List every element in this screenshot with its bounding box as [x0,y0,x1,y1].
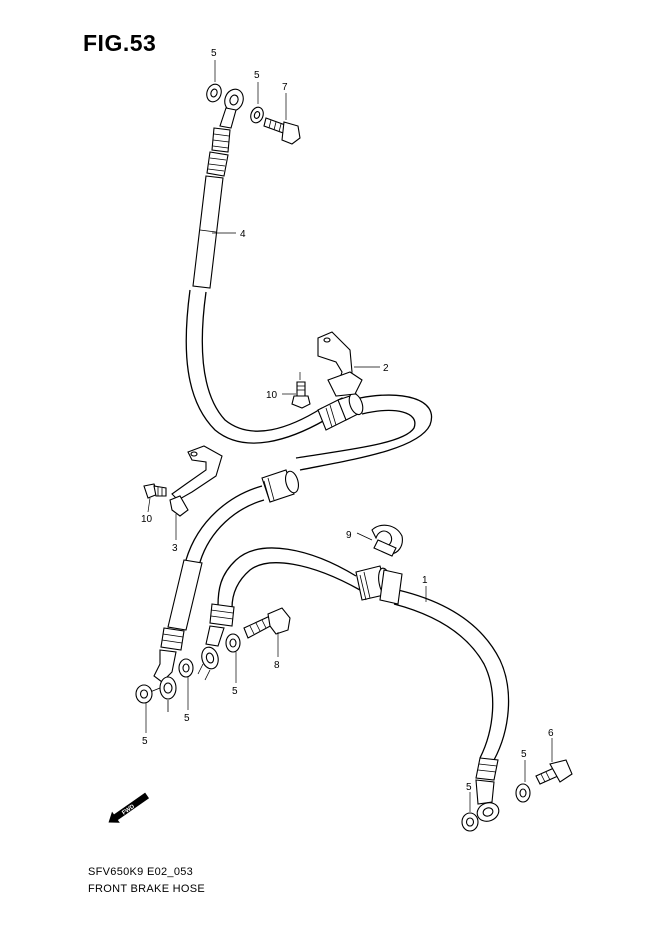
washer-5f [461,812,479,832]
brake-hose-right [197,547,510,822]
model-code: SFV650K9 E02_053 [88,866,194,878]
callout-9: 9 [346,530,352,541]
callout-5: 5 [521,749,527,760]
callout-5: 5 [254,70,260,81]
callout-3: 3 [172,543,178,554]
leader-lines [145,60,553,812]
brake-hose-middle [149,469,300,700]
callout-10: 10 [266,390,278,401]
callout-5: 5 [211,48,217,59]
union-bolt-6 [535,759,573,785]
hose-clamp-bracket-3 [169,445,223,517]
hose-bracket-2 [317,331,363,397]
brake-hose-upper [185,88,326,444]
bolt-10-left [143,483,167,499]
washer-5c [135,684,153,704]
callout-5: 5 [232,686,238,697]
hose-clamp-9 [371,524,403,557]
callout-8: 8 [274,660,280,671]
callout-2: 2 [383,363,389,374]
callout-5: 5 [466,782,472,793]
callout-10: 10 [141,514,153,525]
washer-5e [225,633,241,653]
callout-4: 4 [240,229,246,240]
bolt-10-upper [291,381,311,409]
callout-6: 6 [548,728,554,739]
callout-7: 7 [282,82,288,93]
washer-5b [250,106,264,124]
callout-1: 1 [422,575,428,586]
callout-labels: 5 5 7 4 2 10 10 3 9 1 8 5 5 5 5 5 6 [141,48,554,793]
figure-title: FIG.53 [83,30,157,56]
forward-arrow-icon: FWD [108,792,150,823]
union-bolt-7 [263,117,301,145]
washer-5a [206,83,222,103]
washer-5g [515,783,531,803]
callout-5: 5 [142,736,148,747]
diagram-caption: FRONT BRAKE HOSE [88,883,206,895]
brake-hose-junction [295,392,433,471]
callout-5: 5 [184,713,190,724]
washer-5d [178,658,194,678]
union-bolt-8 [243,607,291,639]
